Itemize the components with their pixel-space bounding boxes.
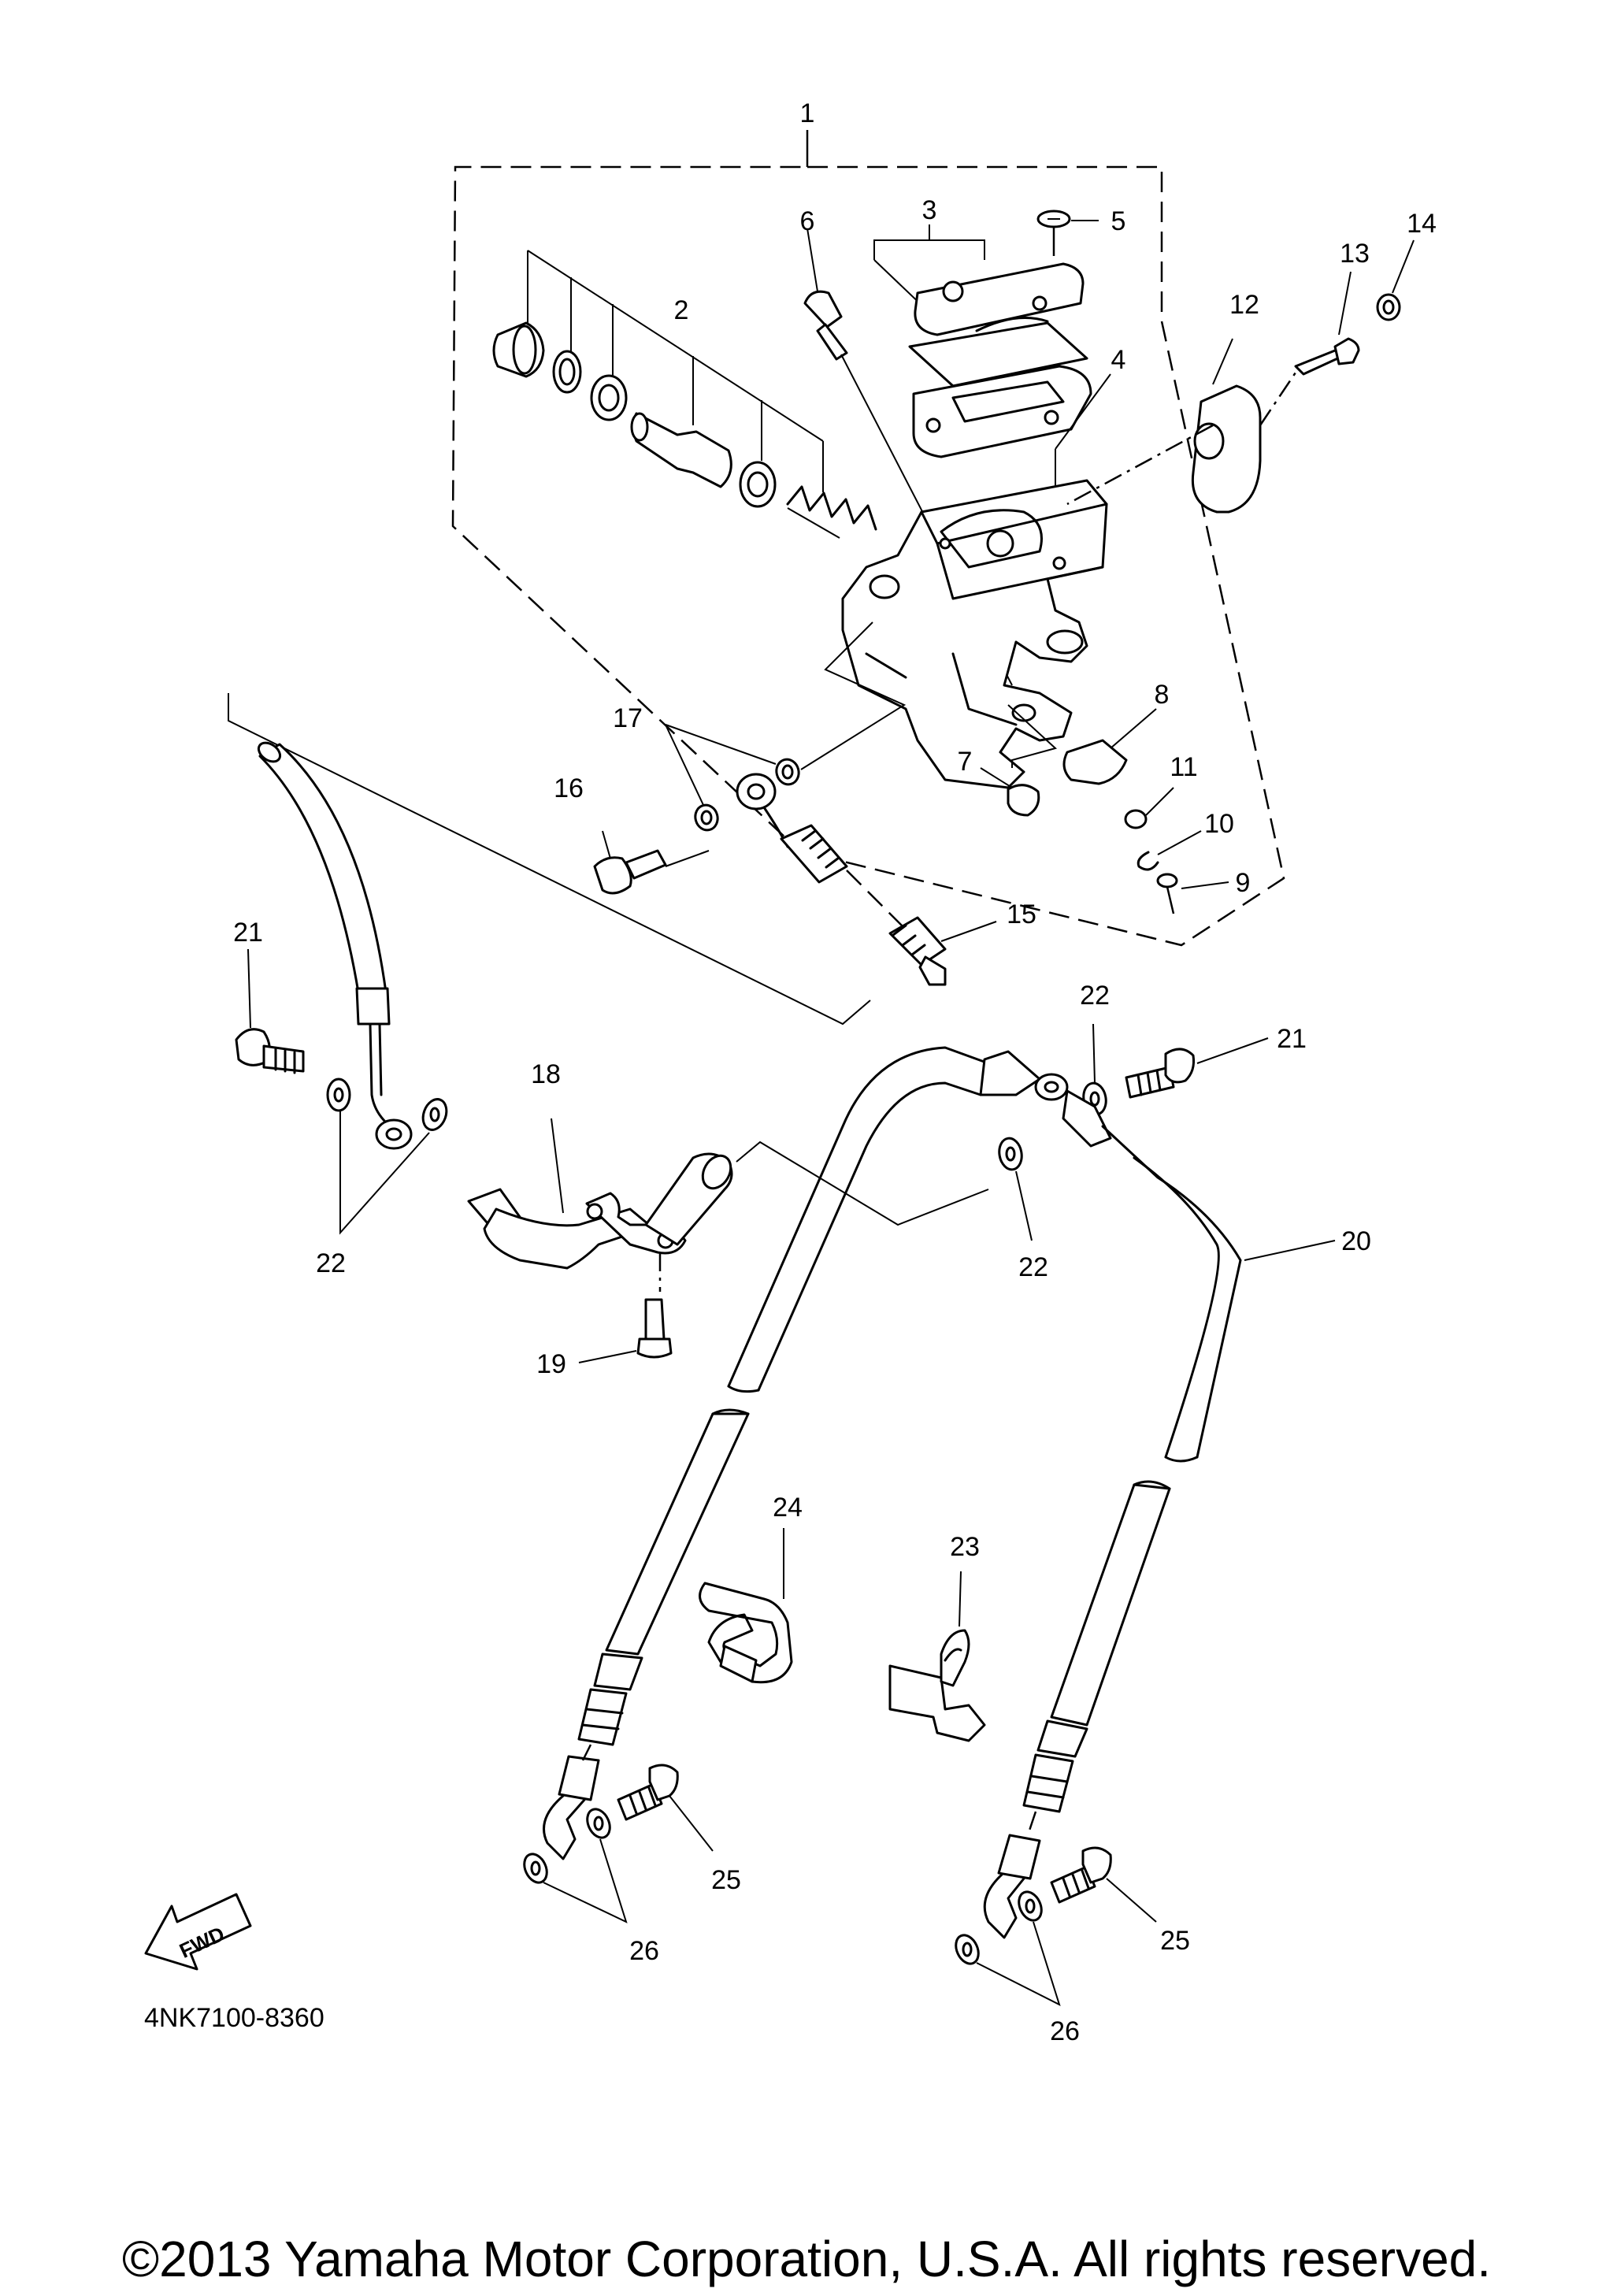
callout-11: 11 (1170, 752, 1197, 782)
master-cylinder-body (841, 479, 1108, 789)
diaphragm (912, 365, 1111, 504)
callout-17: 17 (613, 703, 643, 733)
callout-21-right: 21 (1277, 1024, 1307, 1054)
callout-19: 19 (536, 1349, 566, 1379)
diagram-code: 4NK7100-8360 (144, 2003, 324, 2033)
brake-switch-8 (1007, 704, 1157, 785)
callout-6: 6 (800, 206, 815, 236)
union-bolt-16 (593, 830, 667, 895)
clip-10 (1137, 830, 1202, 871)
bolt-13 (1294, 271, 1360, 376)
brake-hose-20 (727, 1046, 1336, 1463)
callout-8: 8 (1155, 680, 1170, 710)
washers-26-right (955, 1890, 1061, 2006)
joint-18 (467, 1118, 989, 1292)
callout-12: 12 (1229, 290, 1259, 320)
screw-9 (1156, 873, 1229, 914)
callout-26-right: 26 (1050, 2016, 1080, 2046)
bolt-25-left (617, 1764, 714, 1852)
screw-5 (1036, 210, 1099, 256)
callout-15: 15 (1007, 899, 1036, 929)
reservoir-cap (873, 224, 1088, 388)
washer-14 (1376, 239, 1415, 321)
clamp-24 (699, 1528, 793, 1684)
fwd-arrow-icon: FWD (144, 1893, 252, 1971)
hose-lower-right (983, 1480, 1171, 1939)
bolt-21-right (1125, 1037, 1269, 1099)
washers-22-left (326, 1078, 448, 1235)
callout-10: 10 (1204, 809, 1234, 839)
callout-7: 7 (958, 747, 973, 777)
gaskets-17 (665, 621, 907, 867)
brake-hose-15 (736, 773, 997, 986)
callout-25-left: 25 (711, 1865, 741, 1895)
callout-9: 9 (1236, 868, 1251, 898)
callout-23: 23 (950, 1532, 980, 1562)
piston-kit (492, 250, 877, 539)
callout-24: 24 (773, 1493, 803, 1523)
callout-16: 16 (554, 773, 584, 803)
screw-7 (980, 767, 1040, 817)
callout-14: 14 (1407, 209, 1437, 239)
callouts: 1 2 3 4 5 6 7 8 9 10 11 12 13 14 15 16 1… (233, 98, 1437, 2046)
callout-5: 5 (1111, 206, 1126, 236)
assembly-boundary (451, 130, 1285, 947)
callout-2: 2 (674, 295, 689, 325)
callout-21-left: 21 (233, 918, 263, 948)
clamp-23 (888, 1571, 986, 1742)
callout-26-left: 26 (629, 1936, 659, 1966)
callout-22-mid: 22 (1018, 1252, 1048, 1282)
copyright-notice: ©2013 Yamaha Motor Corporation, U.S.A. A… (122, 2231, 1491, 2287)
callout-22-left: 22 (316, 1248, 346, 1278)
callout-4: 4 (1111, 345, 1126, 375)
washers-26-left (523, 1808, 628, 1923)
bolt-25-right (1050, 1846, 1157, 1923)
hose-lower-left (543, 1408, 750, 1860)
holder-12 (1066, 338, 1297, 514)
callout-20: 20 (1341, 1226, 1371, 1256)
bolt-21-left (235, 948, 305, 1074)
callout-18: 18 (531, 1059, 561, 1089)
hose-left-upper (228, 693, 871, 1150)
washer-11 (1124, 787, 1174, 829)
callout-25-right: 25 (1160, 1926, 1190, 1956)
callout-3: 3 (922, 195, 937, 225)
callout-1: 1 (800, 98, 815, 128)
callout-13: 13 (1340, 239, 1370, 269)
bolt-19 (578, 1298, 673, 1363)
callout-22-top: 22 (1080, 981, 1110, 1011)
